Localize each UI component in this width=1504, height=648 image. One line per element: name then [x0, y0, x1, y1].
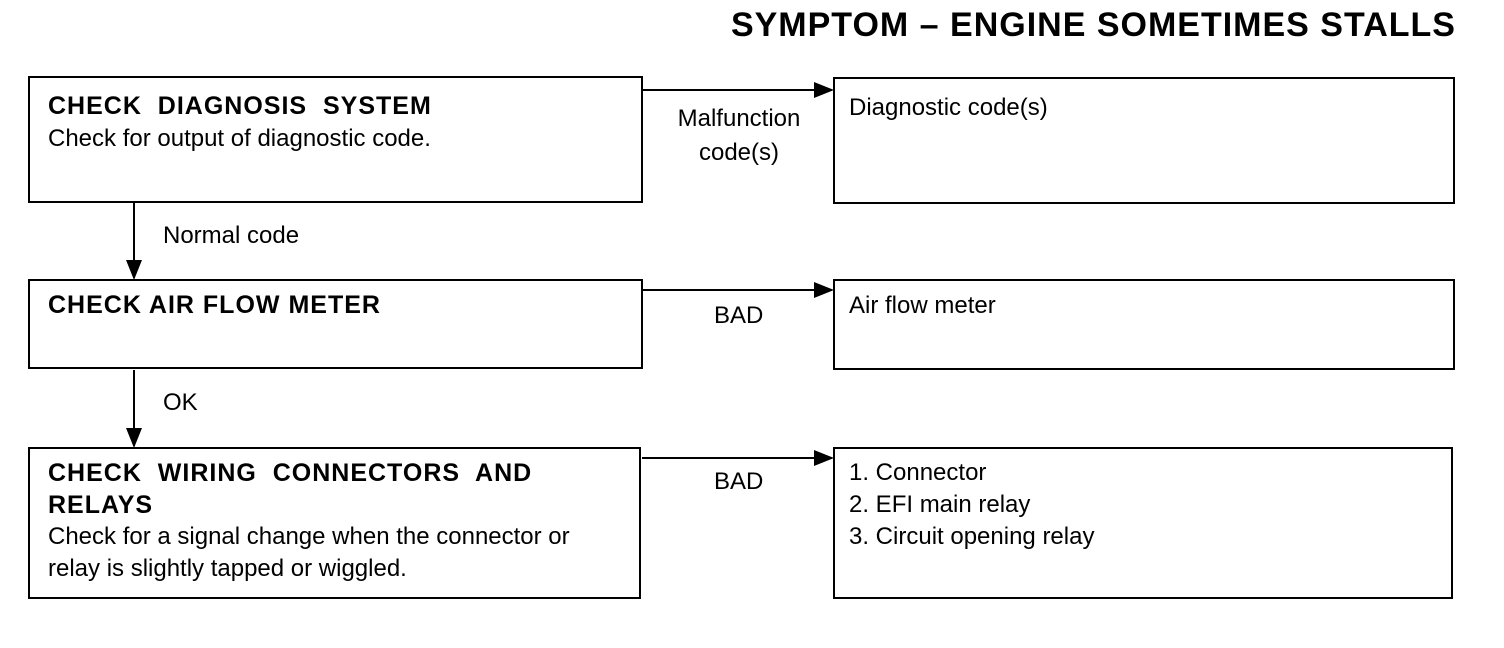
result-item: Air flow meter: [849, 292, 996, 319]
diagram-title: SYMPTOM – ENGINE SOMETIMES STALLS: [730, 6, 1456, 44]
result-box-wiring: 1. Connector 2. EFI main relay 3. Circui…: [833, 447, 1453, 599]
step-heading: CHECK DIAGNOSIS SYSTEM: [48, 92, 432, 120]
down-label: OK: [163, 389, 198, 416]
step-text: Check for a signal change when the conne…: [48, 523, 570, 582]
branch-label: BAD: [714, 302, 764, 329]
result-box-air-flow-meter: Air flow meter: [833, 279, 1455, 370]
branch-label: BAD: [714, 468, 764, 495]
result-item: 2. EFI main relay: [849, 491, 1031, 518]
step-box-diagnosis: CHECK DIAGNOSIS SYSTEM Check for output …: [28, 76, 643, 203]
step-text: Check for output of diagnostic code.: [48, 125, 431, 152]
result-list: 1. Connector 2. EFI main relay 3. Circui…: [849, 457, 1451, 553]
step-box-air-flow-meter: CHECK AIR FLOW METER: [28, 279, 643, 369]
result-item: 1. Connector: [849, 459, 987, 486]
result-item: Diagnostic code(s): [849, 94, 1048, 121]
result-item: 3. Circuit opening relay: [849, 523, 1095, 550]
step-heading: CHECK WIRING CONNECTORS AND RELAYS: [48, 459, 541, 519]
result-box-diagnostic-codes: Diagnostic code(s): [833, 77, 1455, 204]
down-label: Normal code: [163, 222, 300, 249]
step-box-wiring-connectors: CHECK WIRING CONNECTORS AND RELAYS Check…: [28, 447, 641, 599]
step-heading: CHECK AIR FLOW METER: [48, 291, 381, 319]
branch-label: Malfunction code(s): [677, 105, 801, 166]
